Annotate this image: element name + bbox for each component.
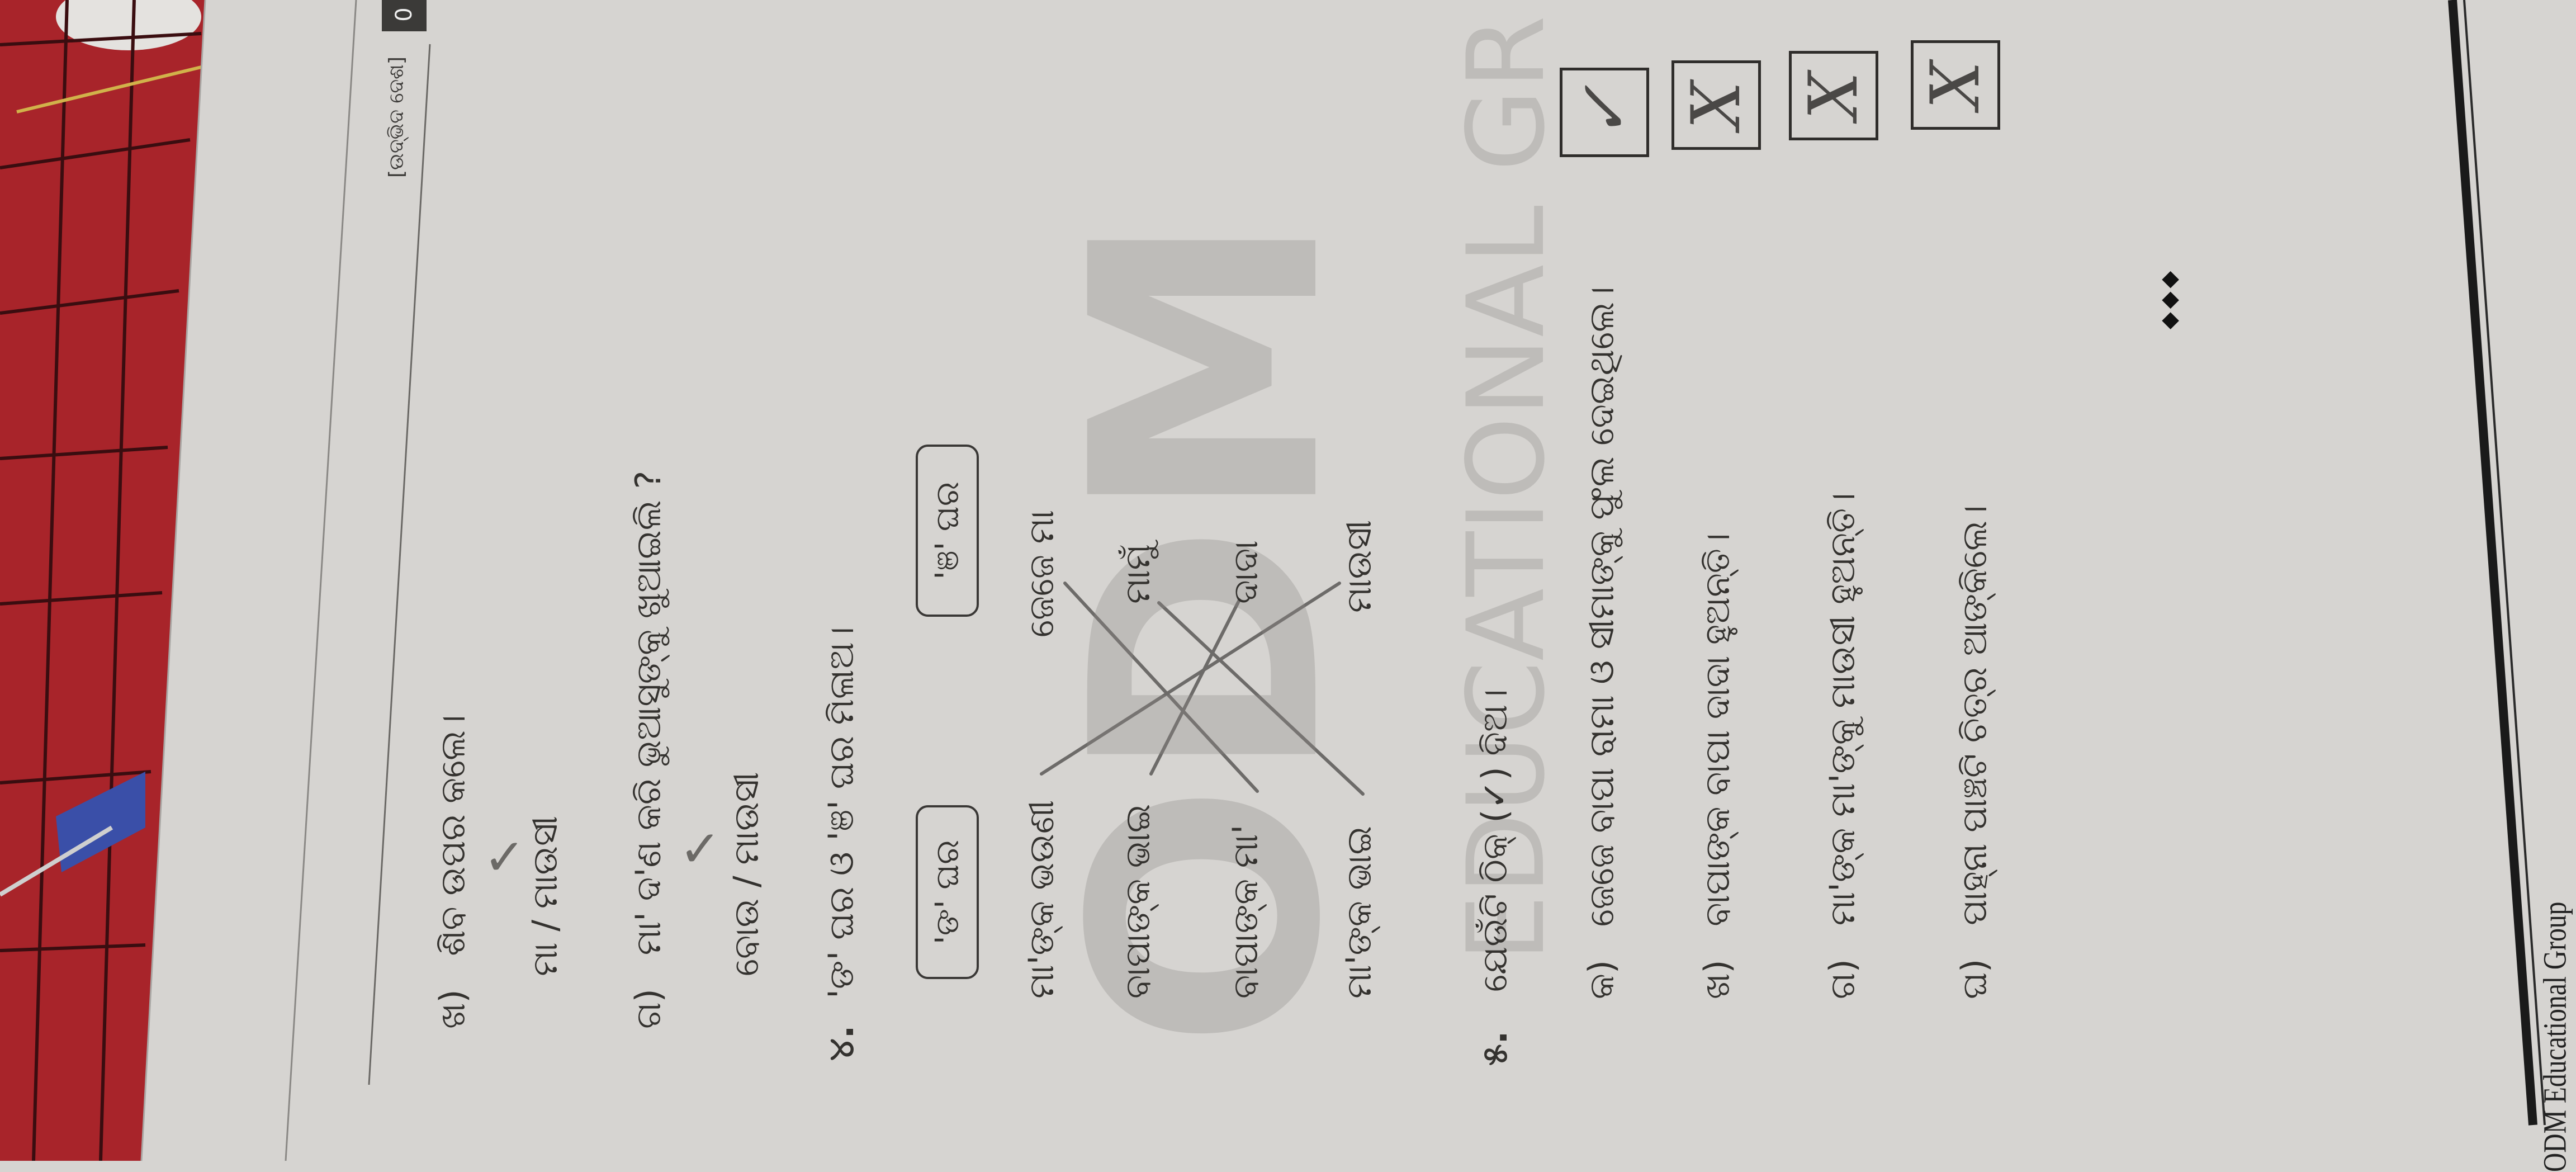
match-left-item: ବାପାଙ୍କ ଭାଇ [1117, 804, 1158, 999]
match-line [1040, 582, 1341, 776]
running-header: [ଉଦ୍ଭିଦ ଦେଶ] [385, 56, 408, 178]
match-line [1149, 598, 1241, 776]
match-right-item: ମାମୁଁ [1117, 544, 1158, 604]
match-left-item: ମା'ଙ୍କ ଭାଇ [1338, 826, 1379, 999]
item-text: ଜେଜେ ବାପା ରାମା ଓ ସୀମାଙ୍କୁ ଫୁଲ ଦେଇଥିଲେ। [1581, 286, 1622, 927]
q5-item-d: ଘ) ପାହ୍ନା ପାଞ୍ଚଟି ଚିତ୍ର ଆଙ୍କିଲେ। [1954, 505, 1995, 999]
q3-item-c: ଗ) ମା' ଦ'ଣ କରି ଭୁଆସୁଙ୍କୁ ଖୁଆଇଲି ? [628, 470, 669, 1029]
item-label: କ) [1581, 960, 1622, 999]
handwritten-tick-icon: ✓ [679, 819, 722, 878]
q5-item-b: ଖ) ବାପାଙ୍କ ବାପା ଦାଦା ହୁଅନ୍ତି। [1697, 533, 1737, 999]
item-text: ଶିବ ଉପର କଲେ। [432, 715, 473, 956]
page-tab: 0 [382, 0, 427, 31]
answer-box-a[interactable]: ✓ [1560, 68, 1649, 157]
match-right-item: ଜେଜେ ମା [1021, 509, 1062, 637]
q3-item-b: ଖ) ଶିବ ଉପର କଲେ। [432, 715, 473, 1029]
item-label: ଖ) [432, 989, 473, 1029]
item-label: ଖ) [1697, 960, 1737, 999]
matching-lines [1040, 582, 1365, 796]
cross-mark-icon: X [1916, 61, 1995, 109]
match-line [1063, 582, 1259, 793]
category-box-nga: 'ଙ' ଘର [916, 805, 979, 979]
cross-mark-icon: X [1794, 72, 1873, 120]
page-fold-line [285, 0, 357, 1161]
match-right-item: ମାଉସୀ [1338, 519, 1379, 613]
item-text: ବାପାଙ୍କ ବାପା ଦାଦା ହୁଅନ୍ତି। [1697, 533, 1737, 927]
item-text: ମା'ଙ୍କ ମା'ଙ୍କୁ ମାଉସୀ ହୁଅନ୍ତି। [1822, 492, 1863, 926]
check-mark-icon: ✓ [1565, 84, 1644, 141]
spiderman-fabric [0, 0, 205, 1161]
q3-item-c-answer: ବୋଉ / ମାଉସୀ [726, 772, 766, 976]
answer-box-b[interactable]: X [1671, 60, 1761, 150]
q4-number: ୪. [821, 1025, 861, 1061]
cross-mark-icon: X [1677, 81, 1755, 129]
footer-rule-thick [2448, 0, 2537, 1126]
item-label: ଗ) [1822, 959, 1863, 999]
page-edge [140, 0, 206, 1161]
section-end-ornament: ◆◆◆ [2156, 267, 2182, 329]
footer-publisher: ODM Educational Group [2536, 901, 2573, 1172]
match-line [1157, 601, 1365, 796]
item-text: ପାହ୍ନା ପାଞ୍ଚଟି ଚିତ୍ର ଆଙ୍କିଲେ। [1954, 505, 1995, 926]
q4-title: 'ଙ' ଘର ଓ 'ଞ' ଘର ମିଳାଅ। [821, 626, 861, 999]
footer-rule-thin [2463, 0, 2546, 1126]
q5-number: ୫. [1474, 1031, 1515, 1066]
header-rule [368, 44, 431, 1085]
item-label: ଘ) [1954, 958, 1995, 999]
watermark-logo: ODM [1025, 211, 1390, 1049]
item-text: ମା' ଦ'ଣ କରି ଭୁଆସୁଙ୍କୁ ଖୁଆଇଲି ? [628, 470, 669, 956]
q5-item-a: କ) ଜେଜେ ବାପା ରାମା ଓ ସୀମାଙ୍କୁ ଫୁଲ ଦେଇଥିଲେ… [1581, 286, 1622, 999]
match-right-item: ଦାଦା [1225, 540, 1266, 604]
answer-box-d[interactable]: X [1911, 40, 2000, 130]
answer-box-c[interactable]: X [1789, 51, 1878, 140]
match-left-item: ବାପାଙ୍କ ମା' [1225, 824, 1266, 999]
category-box-nya: 'ଞ' ଘର [916, 445, 979, 617]
q3-item-b-answer: ମା / ମାଉସୀ [524, 816, 565, 976]
q5-item-c: ଗ) ମା'ଙ୍କ ମା'ଙ୍କୁ ମାଉସୀ ହୁଅନ୍ତି। [1822, 492, 1863, 999]
item-label: ଗ) [628, 989, 669, 1029]
match-left-item: ମା'ଙ୍କ ଭଉଣୀ [1021, 800, 1062, 999]
handwritten-tick-icon: ✓ [483, 828, 526, 887]
q5-title: ଯେଉଁଟି ଠିକ୍ (✓) ଦିଅ। [1474, 689, 1515, 992]
